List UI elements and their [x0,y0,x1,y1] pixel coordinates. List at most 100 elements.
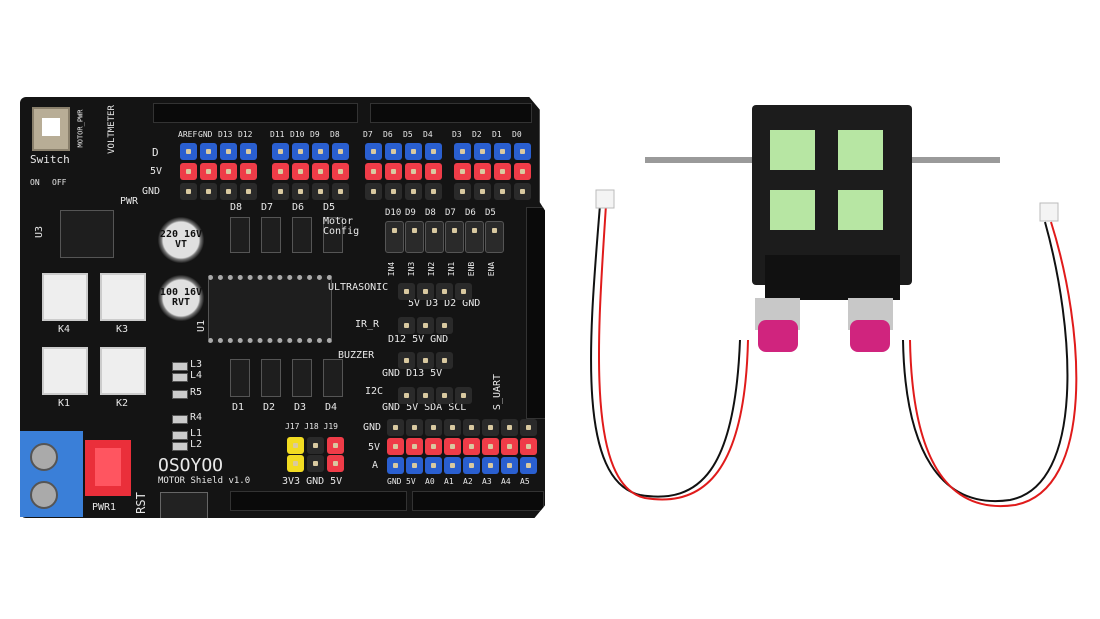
jumper-5v-pin[interactable] [327,455,344,472]
digital-gnd-pin[interactable] [425,183,442,200]
analog-5v-pin[interactable] [387,438,404,455]
analog-5v-pin[interactable] [406,438,423,455]
analog-gnd-pin[interactable] [482,419,499,436]
analog-5v-pin[interactable] [463,438,480,455]
analog-5v-pin[interactable] [425,438,442,455]
digital-gnd-pin[interactable] [200,183,217,200]
analog-gnd-pin[interactable] [463,419,480,436]
jumper-3v3-pin[interactable] [287,437,304,454]
digital-signal-pin[interactable] [272,143,289,160]
config-jumper[interactable] [445,221,464,253]
analog-signal-pin[interactable] [520,457,537,474]
motor-port-k4[interactable] [42,273,88,321]
analog-5v-pin[interactable] [520,438,537,455]
analog-gnd-pin[interactable] [501,419,518,436]
digital-signal-pin[interactable] [220,143,237,160]
sensor-header-pin[interactable] [417,352,434,369]
analog-gnd-pin[interactable] [520,419,537,436]
sensor-header-pin[interactable] [398,352,415,369]
jumper-gnd-pin[interactable] [307,455,324,472]
screw-terminal[interactable] [20,431,83,517]
digital-signal-pin[interactable] [240,143,257,160]
analog-5v-pin[interactable] [501,438,518,455]
digital-signal-pin[interactable] [425,143,442,160]
digital-5v-pin[interactable] [240,163,257,180]
sensor-header-pin[interactable] [417,283,434,300]
digital-gnd-pin[interactable] [454,183,471,200]
jumper-3v3-pin[interactable] [287,455,304,472]
digital-signal-pin[interactable] [292,143,309,160]
digital-signal-pin[interactable] [514,143,531,160]
digital-gnd-pin[interactable] [180,183,197,200]
digital-signal-pin[interactable] [454,143,471,160]
digital-signal-pin[interactable] [405,143,422,160]
digital-signal-pin[interactable] [180,143,197,160]
jumper-gnd-pin[interactable] [307,437,324,454]
digital-gnd-pin[interactable] [494,183,511,200]
config-jumper[interactable] [485,221,504,253]
digital-5v-pin[interactable] [405,163,422,180]
analog-signal-pin[interactable] [406,457,423,474]
digital-signal-pin[interactable] [494,143,511,160]
analog-5v-pin[interactable] [444,438,461,455]
digital-5v-pin[interactable] [332,163,349,180]
digital-5v-pin[interactable] [180,163,197,180]
config-jumper[interactable] [405,221,424,253]
digital-gnd-pin[interactable] [385,183,402,200]
sensor-header-pin[interactable] [455,283,472,300]
analog-signal-pin[interactable] [425,457,442,474]
digital-5v-pin[interactable] [292,163,309,180]
digital-5v-pin[interactable] [425,163,442,180]
analog-signal-pin[interactable] [482,457,499,474]
sensor-header-pin[interactable] [436,352,453,369]
analog-gnd-pin[interactable] [425,419,442,436]
digital-gnd-pin[interactable] [514,183,531,200]
analog-signal-pin[interactable] [501,457,518,474]
sensor-header-pin[interactable] [398,317,415,334]
digital-gnd-pin[interactable] [272,183,289,200]
motor-port-k2[interactable] [100,347,146,395]
digital-gnd-pin[interactable] [292,183,309,200]
digital-signal-pin[interactable] [332,143,349,160]
config-jumper[interactable] [425,221,444,253]
digital-signal-pin[interactable] [385,143,402,160]
digital-gnd-pin[interactable] [474,183,491,200]
sensor-header-pin[interactable] [436,387,453,404]
sensor-header-pin[interactable] [417,317,434,334]
digital-5v-pin[interactable] [365,163,382,180]
analog-signal-pin[interactable] [463,457,480,474]
motor-port-k3[interactable] [100,273,146,321]
config-jumper[interactable] [385,221,404,253]
motor-port-k1[interactable] [42,347,88,395]
analog-signal-pin[interactable] [387,457,404,474]
sensor-header-pin[interactable] [436,317,453,334]
digital-signal-pin[interactable] [200,143,217,160]
digital-5v-pin[interactable] [385,163,402,180]
digital-gnd-pin[interactable] [405,183,422,200]
analog-gnd-pin[interactable] [406,419,423,436]
digital-signal-pin[interactable] [474,143,491,160]
pwr1-connector[interactable] [85,440,131,496]
config-jumper[interactable] [465,221,484,253]
digital-gnd-pin[interactable] [332,183,349,200]
analog-signal-pin[interactable] [444,457,461,474]
digital-gnd-pin[interactable] [240,183,257,200]
digital-5v-pin[interactable] [220,163,237,180]
digital-5v-pin[interactable] [514,163,531,180]
digital-5v-pin[interactable] [454,163,471,180]
reset-button[interactable] [160,492,208,518]
digital-gnd-pin[interactable] [312,183,329,200]
sensor-header-pin[interactable] [398,387,415,404]
sensor-header-pin[interactable] [398,283,415,300]
analog-gnd-pin[interactable] [387,419,404,436]
analog-gnd-pin[interactable] [444,419,461,436]
digital-signal-pin[interactable] [365,143,382,160]
sensor-header-pin[interactable] [436,283,453,300]
digital-5v-pin[interactable] [494,163,511,180]
digital-5v-pin[interactable] [312,163,329,180]
digital-gnd-pin[interactable] [220,183,237,200]
digital-5v-pin[interactable] [200,163,217,180]
sensor-header-pin[interactable] [417,387,434,404]
sensor-header-pin[interactable] [455,387,472,404]
digital-signal-pin[interactable] [312,143,329,160]
